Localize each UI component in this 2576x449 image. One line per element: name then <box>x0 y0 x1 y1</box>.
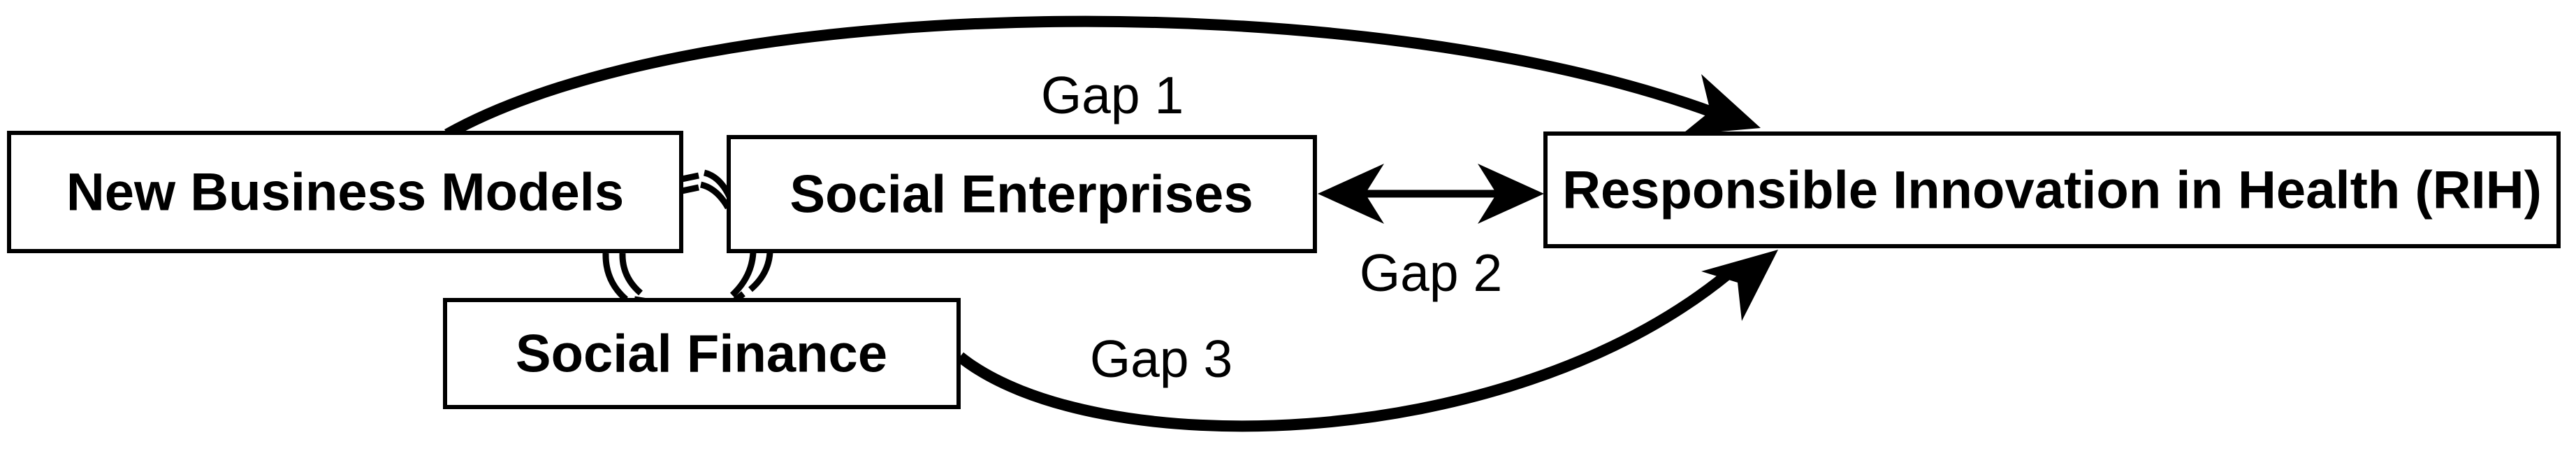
link-nbm-se-slash-2 <box>699 181 731 210</box>
box-social-enterprises-label: Social Enterprises <box>789 165 1253 224</box>
box-new-business-models: New Business Models <box>7 131 683 253</box>
link-nbm-se-bar-2 <box>681 184 699 194</box>
link-se-sf-slash-2 <box>748 252 773 292</box>
box-rih: Responsible Innovation in Health (RIH) <box>1543 131 2561 248</box>
gap2-left-arrowhead-icon <box>1318 164 1384 224</box>
box-rih-rect <box>1543 131 2561 248</box>
link-nbm-se <box>681 169 733 210</box>
gap1-arrowhead-icon <box>1681 74 1761 135</box>
box-social-finance-label: Social Finance <box>516 325 887 384</box>
gap1-arc <box>444 15 1717 139</box>
box-social-finance: Social Finance <box>443 298 961 409</box>
box-social-finance-rect <box>443 298 961 409</box>
box-social-enterprises: Social Enterprises <box>727 135 1317 253</box>
gap2-double-arrow <box>1318 164 1544 224</box>
link-nbm-sf-slash-2 <box>619 252 643 296</box>
link-nbm-se-bar-1 <box>681 172 699 183</box>
gap2-label: Gap 2 <box>1360 243 1502 302</box>
box-social-enterprises-rect <box>727 135 1317 253</box>
link-se-sf <box>729 252 773 306</box>
gap3-arrowhead-icon <box>1701 250 1778 321</box>
gap2-right-arrowhead-icon <box>1478 164 1544 224</box>
gap3-arrow <box>956 250 1778 432</box>
box-new-business-models-label: New Business Models <box>66 163 624 222</box>
link-nbm-sf-slash-1 <box>602 252 629 302</box>
gap3-arc <box>956 269 1732 432</box>
link-nbm-sf <box>602 252 648 305</box>
link-se-sf-slash-1 <box>729 252 757 298</box>
gap3-label: Gap 3 <box>1090 329 1232 388</box>
box-rih-label: Responsible Innovation in Health (RIH) <box>1562 161 2542 220</box>
gap1-arrow <box>444 15 1761 139</box>
gap1-label: Gap 1 <box>1041 66 1184 124</box>
box-new-business-models-rect <box>7 131 683 253</box>
